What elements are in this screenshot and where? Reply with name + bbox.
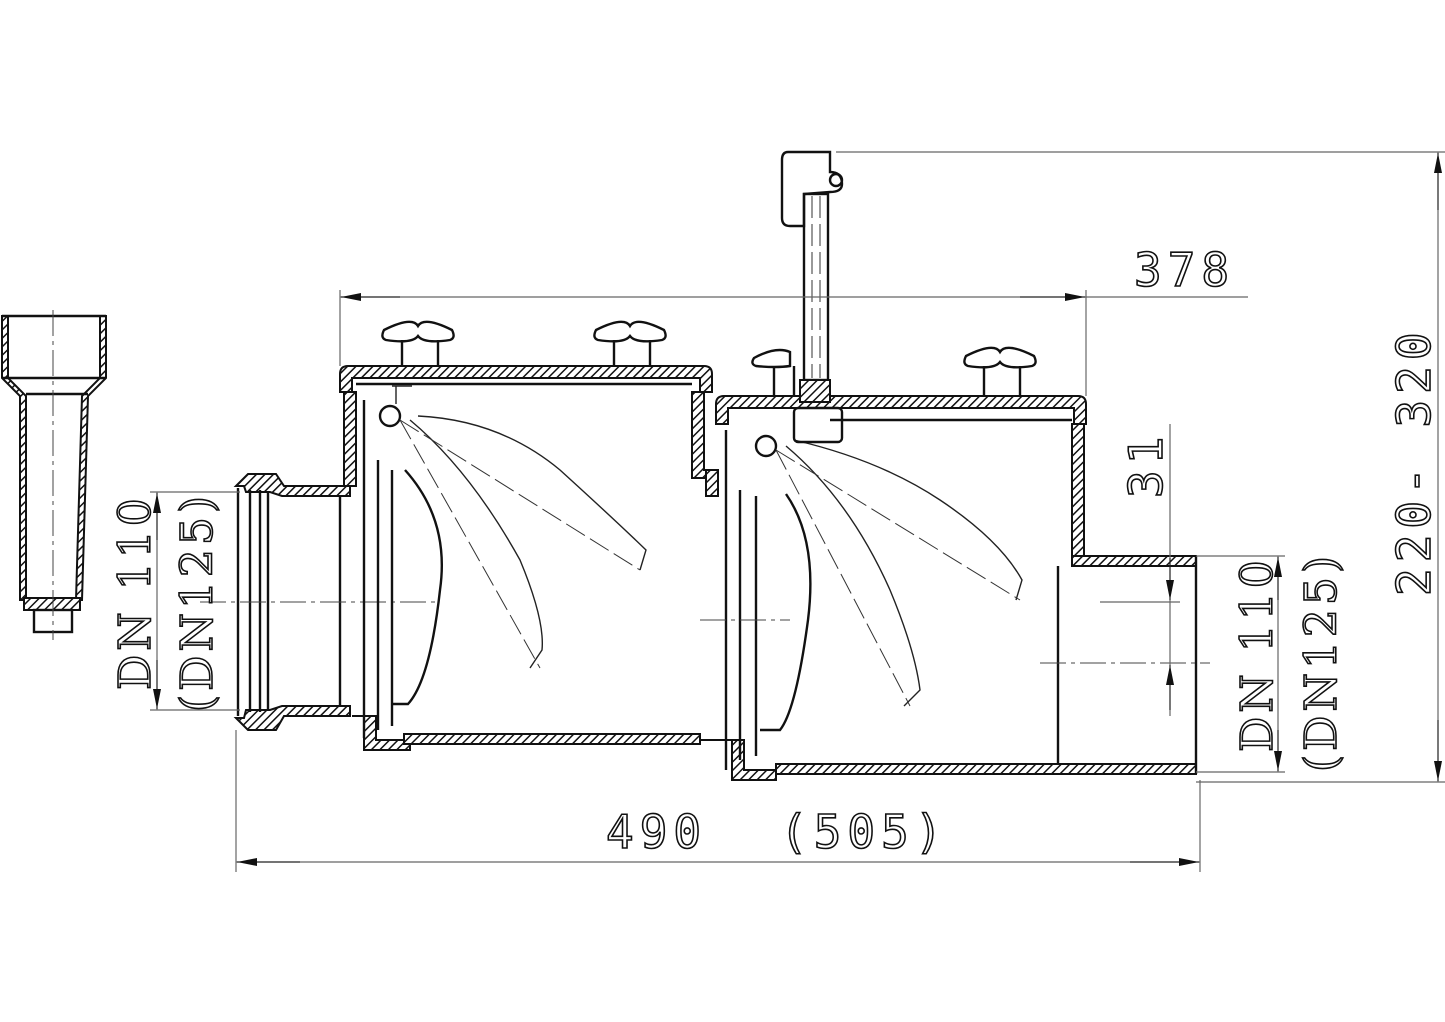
dimension-outlet-dn: DN 110 (DN125) [1196,551,1348,773]
dimension-label-378: 378 [1134,243,1235,297]
dimension-label-31: 31 [1119,431,1173,498]
wing-nut-3 [751,348,796,396]
chamber-1 [339,365,717,751]
dimension-31: 31 [1100,424,1180,716]
dimension-490: 490 (505) [235,730,1201,872]
dimension-378: 378 [339,242,1248,396]
wing-nut-1 [381,320,455,366]
dimension-label-220-320: 220- 320 [1387,326,1441,596]
dimension-label-outlet-dn110: DN 110 [1232,556,1283,752]
inlet-socket [200,473,440,731]
dimension-label-outlet-dn125: (DN125) [1296,552,1347,772]
wing-nut-2 [593,320,667,366]
dimension-inlet-dn: DN 110 (DN125) [109,491,240,713]
dimension-label-inlet-dn125: (DN125) [172,492,223,712]
extension-tube [1,310,107,640]
dimension-label-inlet-dn110: DN 110 [110,494,161,690]
dimension-220-320: 220- 320 [836,151,1445,783]
dimension-label-505: (505) [780,805,948,859]
wing-nut-4 [963,346,1037,396]
dimension-label-490: 490 [606,805,707,859]
emergency-lever [780,150,844,444]
